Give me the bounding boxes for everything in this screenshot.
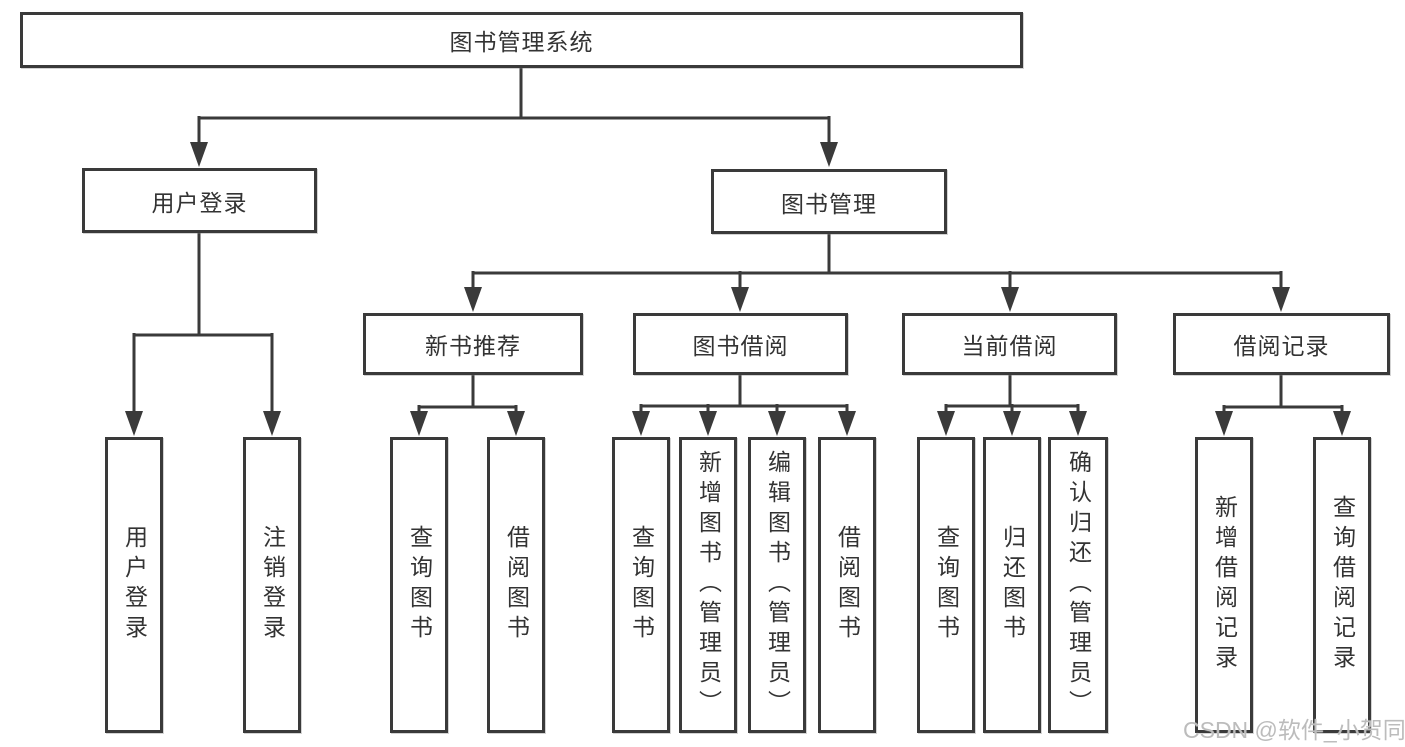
node-borrowing-records-label: 借阅记录: [1233, 333, 1330, 359]
leaf-logout: 注销登录: [243, 437, 301, 733]
leaf-user-login-label: 用户登录: [121, 525, 148, 645]
node-book-borrowing-label: 图书借阅: [692, 333, 789, 359]
leaf-query-borrow-record-label: 查询借阅记录: [1329, 495, 1356, 675]
node-new-book-recommend: 新书推荐: [363, 313, 583, 375]
leaf-add-borrow-record-label: 新增借阅记录: [1211, 495, 1238, 675]
node-book-borrowing: 图书借阅: [633, 313, 848, 375]
leaf-user-login: 用户登录: [105, 437, 163, 733]
leaf-confirm-return-admin: 确认归还（管理员）: [1048, 437, 1108, 733]
node-new-book-recommend-label: 新书推荐: [425, 333, 521, 359]
leaf-query-books-current-label: 查询图书: [933, 525, 960, 645]
csdn-watermark: CSDN @软件_小贺同学: [1183, 717, 1405, 743]
node-root: 图书管理系统: [20, 12, 1023, 68]
leaf-edit-books-admin-label: 编辑图书（管理员）: [764, 450, 791, 720]
leaf-query-books-borrowing-label: 查询图书: [628, 525, 655, 645]
leaf-query-books-recommend-label: 查询图书: [406, 525, 433, 645]
leaf-query-borrow-record: 查询借阅记录: [1313, 437, 1371, 733]
node-book-management-label: 图书管理: [781, 190, 877, 217]
arrowheads: [125, 142, 1351, 436]
leaf-query-books-recommend: 查询图书: [390, 437, 448, 733]
leaf-confirm-return-admin-label: 确认归还（管理员）: [1065, 450, 1092, 720]
node-current-borrowing: 当前借阅: [902, 313, 1117, 375]
leaf-borrow-books-borrowing: 借阅图书: [818, 437, 876, 733]
leaf-borrow-books-recommend-label: 借阅图书: [503, 525, 530, 645]
node-book-management: 图书管理: [711, 169, 947, 234]
leaf-add-books-admin-label: 新增图书（管理员）: [695, 450, 722, 720]
node-root-label: 图书管理系统: [449, 29, 594, 55]
leaf-borrow-books-recommend: 借阅图书: [487, 437, 545, 733]
leaf-return-books-label: 归还图书: [999, 525, 1026, 645]
leaf-query-books-current: 查询图书: [917, 437, 975, 733]
leaf-logout-label: 注销登录: [259, 525, 286, 645]
node-current-borrowing-label: 当前借阅: [961, 333, 1058, 359]
leaf-query-books-borrowing: 查询图书: [612, 437, 670, 733]
leaf-add-borrow-record: 新增借阅记录: [1195, 437, 1253, 733]
leaf-borrow-books-borrowing-label: 借阅图书: [834, 525, 861, 645]
leaf-edit-books-admin: 编辑图书（管理员）: [748, 437, 806, 733]
leaf-add-books-admin: 新增图书（管理员）: [679, 437, 737, 733]
node-borrowing-records: 借阅记录: [1173, 313, 1390, 375]
node-user-login: 用户登录: [82, 168, 317, 233]
leaf-return-books: 归还图书: [983, 437, 1041, 733]
node-user-login-label: 用户登录: [151, 189, 248, 216]
